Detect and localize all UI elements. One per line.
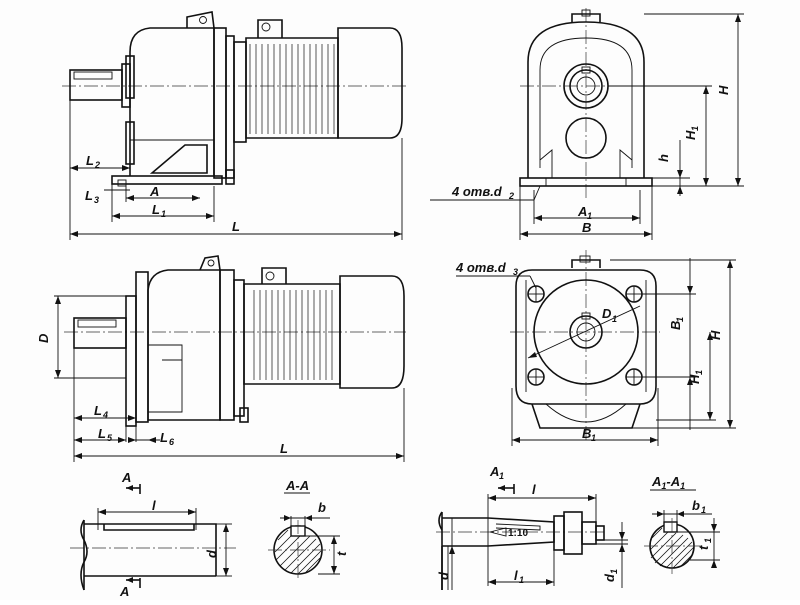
dim-B1: B	[582, 426, 591, 441]
dim-d1: d	[602, 573, 617, 582]
svg-text:3: 3	[94, 195, 99, 205]
svg-text:1: 1	[591, 433, 596, 443]
dim-l-conical: l	[532, 482, 536, 497]
side-view-flange: D L 4 L 5 L 6 L	[36, 255, 406, 462]
svg-text:1: 1	[612, 314, 617, 324]
dim-t1: t	[696, 545, 711, 550]
dim-L-flange: L	[280, 441, 288, 456]
dim-t: t	[334, 551, 349, 556]
svg-text:1: 1	[519, 575, 524, 585]
svg-text:6: 6	[169, 437, 175, 447]
dim-D: D	[36, 333, 51, 343]
dim-L5: L	[98, 426, 106, 441]
dim-d-conical: d	[436, 571, 451, 580]
dim-H1: H	[683, 130, 698, 140]
dim-A1: A	[577, 204, 587, 219]
svg-text:1: 1	[161, 209, 166, 219]
dim-H-flange: H	[708, 330, 723, 340]
section-A-bottom: A	[119, 584, 129, 599]
section-AA-label: A-A	[285, 478, 309, 493]
side-view-foot: L L 2 L 3 A L 1	[62, 11, 406, 240]
dim-B1-vertical: B	[668, 321, 683, 330]
svg-text:2: 2	[94, 160, 100, 170]
svg-text:3: 3	[513, 267, 518, 277]
section-A1A1-label: A1-A1	[651, 474, 685, 491]
svg-text:1: 1	[701, 505, 706, 515]
dim-B: B	[582, 220, 591, 235]
dim-L3: L	[85, 188, 93, 203]
svg-text:5: 5	[107, 433, 113, 443]
dim-b: b	[318, 500, 326, 515]
motor-fins-top	[249, 44, 335, 134]
shaft-conical: 1:10 A 1 l d l 1 d 1	[436, 464, 628, 590]
holes-d3-label: 4 отв.d	[455, 260, 507, 275]
svg-text:2: 2	[508, 191, 514, 201]
svg-text:1: 1	[499, 471, 504, 481]
holes-d2-label: 4 отв.d	[451, 184, 503, 199]
svg-text:1: 1	[675, 317, 685, 322]
svg-text:1: 1	[694, 370, 704, 375]
section-A1-marker: A	[489, 464, 499, 479]
section-AA: A-A b t	[268, 478, 349, 580]
svg-text:4: 4	[102, 410, 108, 420]
svg-text:1: 1	[690, 126, 700, 131]
svg-text:1: 1	[587, 211, 592, 221]
dim-L4: L	[94, 403, 102, 418]
dim-H1-flange: H	[687, 374, 702, 384]
dim-H: H	[716, 85, 731, 95]
section-A1A1-hatch	[649, 527, 695, 569]
dim-A: A	[149, 184, 159, 199]
motor-fins-mid	[253, 290, 333, 380]
shaft-cylindrical: l A A d	[70, 470, 236, 599]
dim-d: d	[204, 549, 219, 558]
dim-L6: L	[160, 430, 168, 445]
svg-text:1: 1	[703, 538, 713, 543]
dim-l: l	[152, 498, 156, 513]
dim-L: L	[232, 219, 240, 234]
section-A1A1: A1-A1 b 1 t 1	[644, 474, 720, 574]
end-view-foot: H H 1 h 4 отв.d 2 A 1 B	[430, 8, 744, 240]
dim-b1: b	[692, 498, 700, 513]
dim-l1: l	[514, 568, 518, 583]
dim-D1: D	[602, 306, 612, 321]
end-view-flange: D 1 4 отв.d 3 B 1 H 1 H B 1	[455, 250, 736, 446]
section-AA-hatch	[274, 529, 322, 575]
taper-label: 1:10	[508, 528, 528, 539]
dim-L2: L	[86, 153, 94, 168]
dim-L1: L	[152, 202, 160, 217]
section-A-top: A	[121, 470, 131, 485]
svg-text:1: 1	[609, 569, 619, 574]
dim-h: h	[656, 154, 671, 162]
